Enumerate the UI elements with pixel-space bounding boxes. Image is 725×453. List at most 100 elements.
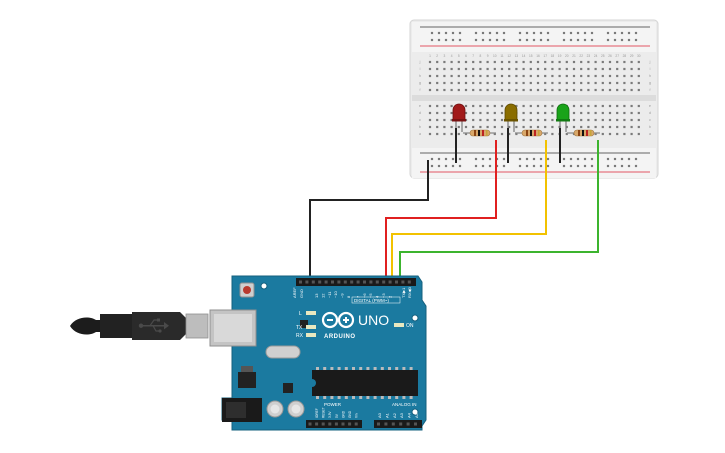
- rail-hole[interactable]: [430, 164, 434, 168]
- rail-hole[interactable]: [576, 164, 580, 168]
- rail-hole[interactable]: [539, 31, 543, 35]
- breadboard-hole[interactable]: [436, 60, 439, 64]
- red-led[interactable]: [452, 103, 466, 121]
- rail-hole[interactable]: [546, 38, 550, 42]
- breadboard-hole[interactable]: [457, 88, 460, 92]
- breadboard-hole[interactable]: [479, 60, 482, 64]
- breadboard-hole[interactable]: [551, 88, 554, 92]
- breadboard-hole[interactable]: [515, 104, 518, 108]
- breadboard-hole[interactable]: [457, 74, 460, 78]
- breadboard-hole[interactable]: [472, 74, 475, 78]
- rail-hole[interactable]: [590, 164, 594, 168]
- breadboard-hole[interactable]: [479, 74, 482, 78]
- breadboard-hole[interactable]: [443, 60, 446, 64]
- breadboard-hole[interactable]: [601, 88, 604, 92]
- header-pin[interactable]: [334, 422, 338, 426]
- breadboard-hole[interactable]: [536, 67, 540, 71]
- header-pin[interactable]: [311, 280, 315, 284]
- breadboard-hole[interactable]: [616, 60, 619, 64]
- breadboard-hole[interactable]: [450, 104, 453, 108]
- rail-hole[interactable]: [620, 157, 624, 161]
- rail-hole[interactable]: [518, 31, 522, 35]
- breadboard-hole[interactable]: [630, 60, 633, 64]
- breadboard-hole[interactable]: [428, 118, 432, 122]
- rail-hole[interactable]: [518, 157, 522, 161]
- breadboard-hole[interactable]: [572, 118, 576, 122]
- rail-hole[interactable]: [451, 38, 455, 42]
- bottom-power-rail[interactable]: [412, 148, 656, 178]
- top-power-rail[interactable]: [412, 22, 656, 52]
- header-pin[interactable]: [348, 422, 352, 426]
- rail-hole[interactable]: [430, 157, 434, 161]
- breadboard-hole[interactable]: [565, 60, 568, 64]
- breadboard-hole[interactable]: [522, 111, 525, 115]
- breadboard-hole[interactable]: [544, 67, 547, 71]
- breadboard-hole[interactable]: [493, 88, 496, 92]
- breadboard-hole[interactable]: [608, 118, 612, 122]
- breadboard-hole[interactable]: [608, 81, 612, 85]
- breadboard-hole[interactable]: [486, 104, 489, 108]
- breadboard-hole[interactable]: [536, 74, 540, 78]
- rail-hole[interactable]: [488, 157, 492, 161]
- breadboard-hole[interactable]: [464, 104, 468, 108]
- rail-hole[interactable]: [583, 31, 587, 35]
- rail-hole[interactable]: [458, 38, 462, 42]
- rail-hole[interactable]: [532, 157, 536, 161]
- rail-hole[interactable]: [451, 157, 455, 161]
- breadboard-hole[interactable]: [594, 74, 597, 78]
- breadboard-hole[interactable]: [500, 81, 504, 85]
- header-pin[interactable]: [356, 280, 360, 284]
- breadboard-hole[interactable]: [572, 67, 576, 71]
- rail-hole[interactable]: [444, 31, 448, 35]
- breadboard-hole[interactable]: [450, 67, 453, 71]
- resistor-1[interactable]: [463, 129, 496, 137]
- breadboard-hole[interactable]: [558, 67, 561, 71]
- breadboard-hole[interactable]: [623, 118, 626, 122]
- rail-hole[interactable]: [502, 164, 506, 168]
- breadboard-hole[interactable]: [616, 104, 619, 108]
- breadboard-hole[interactable]: [508, 125, 511, 129]
- breadboard-hole[interactable]: [594, 132, 597, 136]
- rail-hole[interactable]: [444, 157, 448, 161]
- breadboard-hole[interactable]: [450, 125, 453, 129]
- breadboard-hole[interactable]: [493, 118, 496, 122]
- rail-hole[interactable]: [458, 157, 462, 161]
- breadboard-hole[interactable]: [601, 111, 604, 115]
- rail-hole[interactable]: [590, 31, 594, 35]
- breadboard-hole[interactable]: [500, 88, 504, 92]
- breadboard-hole[interactable]: [515, 88, 518, 92]
- breadboard-hole[interactable]: [630, 125, 633, 129]
- rail-hole[interactable]: [627, 31, 631, 35]
- breadboard-hole[interactable]: [472, 111, 475, 115]
- breadboard-hole[interactable]: [623, 125, 626, 129]
- breadboard-hole[interactable]: [436, 125, 439, 129]
- header-pin[interactable]: [321, 422, 325, 426]
- breadboard-hole[interactable]: [565, 132, 568, 136]
- breadboard-hole[interactable]: [508, 74, 511, 78]
- breadboard-hole[interactable]: [450, 118, 453, 122]
- breadboard-hole[interactable]: [601, 132, 604, 136]
- breadboard-hole[interactable]: [500, 67, 504, 71]
- breadboard-hole[interactable]: [623, 60, 626, 64]
- header-pin[interactable]: [406, 422, 410, 426]
- bottom-rail-holes[interactable]: [430, 157, 638, 168]
- breadboard-hole[interactable]: [616, 118, 619, 122]
- rail-hole[interactable]: [546, 157, 550, 161]
- breadboard-hole[interactable]: [457, 60, 460, 64]
- breadboard-hole[interactable]: [450, 88, 453, 92]
- header-pin[interactable]: [341, 422, 345, 426]
- breadboard-hole[interactable]: [630, 67, 633, 71]
- breadboard-hole[interactable]: [594, 104, 597, 108]
- breadboard-hole[interactable]: [493, 60, 496, 64]
- green-led[interactable]: [556, 103, 570, 121]
- breadboard-hole[interactable]: [493, 111, 496, 115]
- breadboard-hole[interactable]: [572, 104, 576, 108]
- rail-hole[interactable]: [620, 164, 624, 168]
- breadboard-hole[interactable]: [486, 81, 489, 85]
- breadboard-hole[interactable]: [472, 125, 475, 129]
- breadboard-hole[interactable]: [522, 104, 525, 108]
- rail-hole[interactable]: [444, 38, 448, 42]
- breadboard-hole[interactable]: [479, 125, 482, 129]
